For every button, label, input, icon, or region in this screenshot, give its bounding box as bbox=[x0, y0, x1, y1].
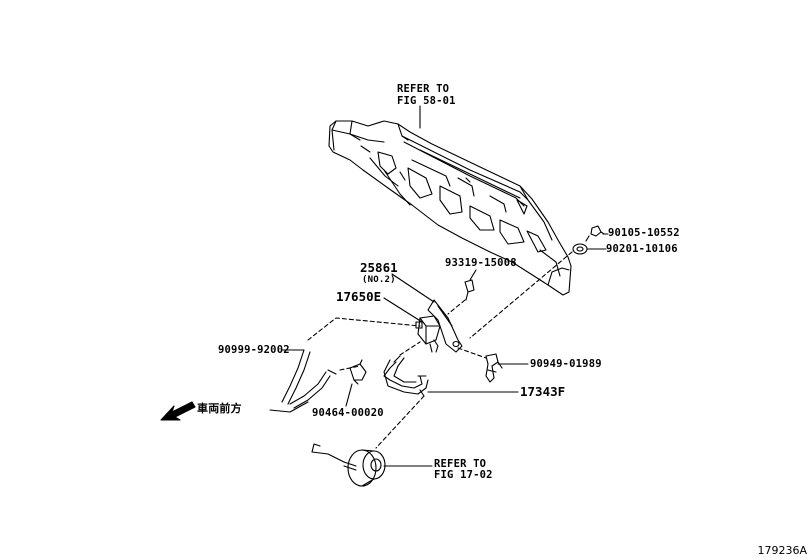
dashed-clip bbox=[339, 365, 361, 371]
refer-top-label-1: REFER TO bbox=[397, 83, 450, 95]
part-17650E-label[interactable]: 17650E bbox=[336, 289, 382, 304]
bolt-93319-icon bbox=[464, 279, 475, 301]
leader-90464 bbox=[345, 383, 353, 407]
dashed-hose-to-actuator bbox=[375, 395, 425, 449]
refer-bottom-label-1: REFER TO bbox=[434, 458, 487, 470]
part-25861-label[interactable]: 25861 bbox=[360, 260, 398, 275]
vacuum-valve-17650E bbox=[415, 315, 441, 353]
dashed-hose-90999 bbox=[307, 317, 421, 341]
part-93319-label[interactable]: 93319-15008 bbox=[445, 257, 517, 269]
hose-90999 bbox=[269, 349, 337, 413]
bolt-90105-icon bbox=[585, 225, 605, 242]
bulkhead-panel bbox=[328, 120, 572, 296]
part-90999-label[interactable]: 90999-92002 bbox=[218, 344, 290, 356]
vacuum-actuator bbox=[311, 443, 386, 487]
hose-17343F bbox=[383, 355, 429, 397]
washer-90201-icon bbox=[572, 243, 588, 255]
dashed-bolt-93319 bbox=[447, 299, 466, 315]
part-90949-label[interactable]: 90949-01989 bbox=[530, 358, 602, 370]
leader-17650E bbox=[383, 297, 423, 323]
part-25861-sub-label: (NO.2) bbox=[362, 275, 396, 285]
part-17343F-label[interactable]: 17343F bbox=[520, 384, 566, 399]
part-90201-label[interactable]: 90201-10106 bbox=[606, 243, 678, 255]
clip-90464-icon bbox=[349, 359, 367, 385]
bracket-25861 bbox=[427, 299, 463, 353]
leader-93319 bbox=[469, 269, 477, 281]
refer-top-label-2: FIG 58-01 bbox=[397, 95, 456, 107]
part-90105-label[interactable]: 90105-10552 bbox=[608, 227, 680, 239]
front-direction-label: 車両前方 bbox=[197, 402, 242, 415]
figure-id: 179236A bbox=[757, 544, 807, 557]
leader-25861 bbox=[391, 273, 435, 303]
front-arrow-icon bbox=[160, 401, 196, 421]
part-90464-label[interactable]: 90464-00020 bbox=[312, 407, 384, 419]
dashed-clamp bbox=[457, 347, 487, 359]
dashed-washer-to-bracket bbox=[469, 251, 573, 339]
clamp-90949-icon bbox=[485, 353, 503, 383]
dashed-hose-to-valve bbox=[399, 341, 421, 356]
refer-bottom-label-2: FIG 17-02 bbox=[434, 469, 493, 481]
